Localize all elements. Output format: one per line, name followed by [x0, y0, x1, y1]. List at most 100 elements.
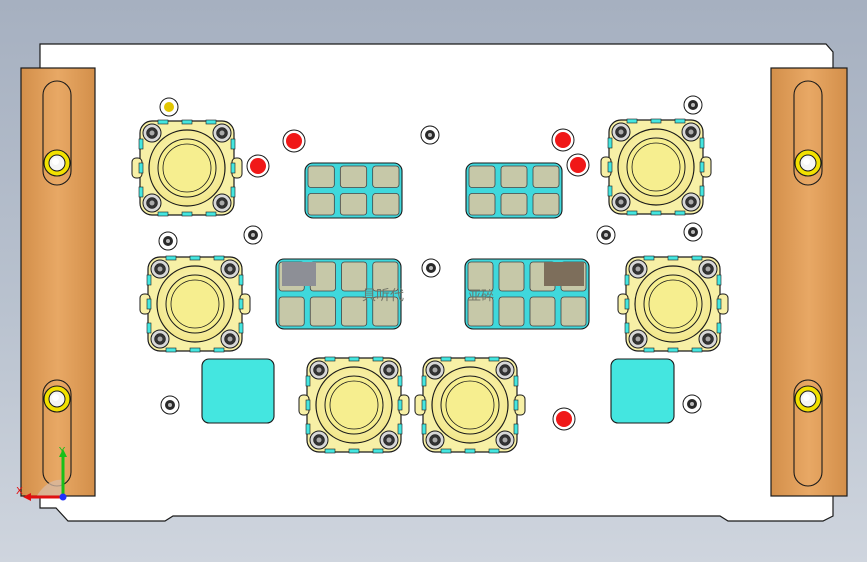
cutout-text-left: 具听代 [362, 288, 404, 304]
screw-icon [150, 259, 170, 279]
bolt-icon [160, 395, 180, 415]
cylinder-unit-bottom-right[interactable] [414, 356, 526, 454]
red-marker-icon [282, 129, 306, 153]
window-cell [339, 193, 368, 216]
cylinder-units[interactable] [131, 118, 729, 454]
window-cell [278, 296, 305, 327]
cylinder-unit-top-left[interactable] [131, 119, 243, 217]
screw-icon [212, 193, 232, 213]
screw-icon [142, 123, 162, 143]
bolt-icon [682, 394, 702, 414]
gray-part [544, 262, 584, 286]
window-cell [307, 193, 335, 216]
window-cell [467, 261, 494, 292]
cyan-pocket-right[interactable] [610, 358, 675, 424]
red-marker-icon [551, 128, 575, 152]
screw-icon [212, 123, 232, 143]
red-marker-icon [246, 154, 270, 178]
screw-icon [142, 193, 162, 213]
window-cell [560, 296, 587, 327]
bolt-icon [420, 125, 440, 145]
red-marker-icon [552, 407, 576, 431]
window-cell [532, 165, 560, 188]
window-cell [372, 296, 399, 327]
screw-icon [495, 430, 515, 450]
window-cell [532, 193, 560, 216]
window-cell [468, 165, 496, 188]
bolt-icon [683, 222, 703, 242]
screw-icon [150, 329, 170, 349]
cyan-pocket-left[interactable] [201, 358, 275, 424]
screw-icon [698, 329, 718, 349]
axis-x-label: X [16, 486, 23, 497]
left-side-block[interactable] [20, 67, 96, 497]
right-block-slot-lower [793, 379, 823, 487]
screw-icon [379, 430, 399, 450]
screw-icon [628, 259, 648, 279]
cutout-text-right: 亚碎 [468, 289, 494, 304]
left-block-slot-upper [42, 80, 72, 186]
locating-pin-icon [794, 149, 822, 177]
bolt-icon [596, 225, 616, 245]
axis-y-arrow-icon [59, 449, 67, 457]
window-cell [468, 193, 496, 216]
window-cutout-upper-right [465, 162, 563, 219]
left-side-block-body[interactable] [20, 67, 96, 497]
screw-icon [681, 192, 701, 212]
window-cell [498, 296, 525, 327]
window-cell [529, 296, 556, 327]
window-cell [307, 165, 335, 188]
screw-icon [495, 360, 515, 380]
right-block-slot-upper [793, 80, 823, 186]
window-cutouts [275, 162, 590, 330]
window-cell [372, 261, 399, 292]
screw-icon [309, 360, 329, 380]
locating-pin-icon [43, 385, 71, 413]
bolt-icon [158, 231, 178, 251]
screw-icon [698, 259, 718, 279]
window-cell [341, 296, 368, 327]
screw-icon [220, 329, 240, 349]
pins [43, 149, 822, 413]
screw-icon [425, 430, 445, 450]
screw-icon [379, 360, 399, 380]
window-cell [339, 165, 368, 188]
bolts [158, 95, 703, 415]
screw-icon [611, 122, 631, 142]
right-side-block[interactable] [770, 67, 848, 497]
screw-icon [425, 360, 445, 380]
cylinder-unit-top-right[interactable] [600, 118, 712, 216]
yellow-bolt-icon [159, 97, 179, 117]
axis-triad: Y X [16, 446, 67, 501]
cylinder-unit-bottom-left[interactable] [298, 356, 410, 454]
window-cell [372, 193, 400, 216]
window-cell [309, 296, 336, 327]
locating-pin-icon [794, 385, 822, 413]
red-marker-icon [566, 153, 590, 177]
screw-icon [611, 192, 631, 212]
screw-icon [628, 329, 648, 349]
right-side-block-body[interactable] [770, 67, 848, 497]
bolt-icon [421, 258, 441, 278]
window-cutout-upper-left [304, 162, 403, 219]
screw-icon [220, 259, 240, 279]
gray-part [282, 262, 316, 286]
cylinder-unit-middle-left[interactable] [139, 255, 251, 353]
axis-x-arrow-icon [23, 493, 31, 501]
locating-pin-icon [43, 149, 71, 177]
window-cell [341, 261, 368, 292]
axis-y-label: Y [58, 446, 66, 457]
axis-z-dot-icon [59, 493, 67, 501]
window-cell [467, 296, 494, 327]
triad-base-icon [36, 479, 63, 497]
window-cell [498, 261, 525, 292]
screw-icon [681, 122, 701, 142]
screw-icon [309, 430, 329, 450]
window-cell [500, 165, 528, 188]
bolt-icon [683, 95, 703, 115]
red-markers [246, 128, 590, 431]
bolt-icon [243, 225, 263, 245]
cylinder-unit-middle-right[interactable] [617, 255, 729, 353]
